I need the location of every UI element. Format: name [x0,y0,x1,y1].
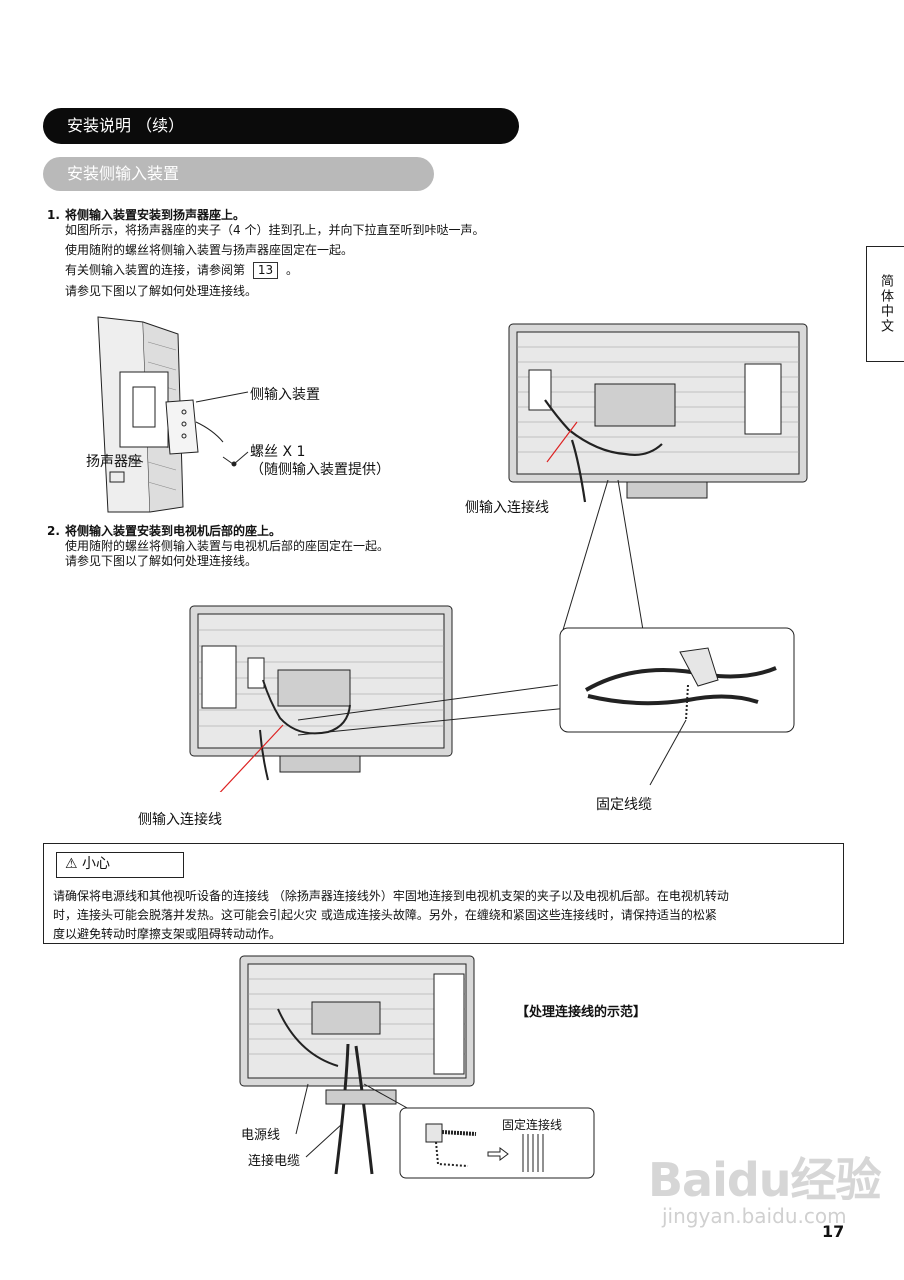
step1-line-1: 如图所示，将扬声器座的夹子（4 个）挂到孔上，并向下拉直至听到咔哒一声。 [65,223,485,237]
fixed-cable-label: 固定连接线 [502,1118,563,1132]
page-number: 17 [822,1222,845,1241]
step1-line-2: 使用随附的螺丝将侧输入装置与扬声器座固定在一起。 [65,243,354,257]
screw-note-label: （随侧输入装置提供） [250,462,390,478]
step1-number: 1. [47,208,60,222]
language-tab-label: 简体中文 [878,274,893,334]
watermark-url: jingyan.baidu.com [662,1204,847,1228]
step2-number: 2. [47,524,60,538]
step2-heading: 2. 将侧输入装置安装到电视机后部的座上。 [47,520,281,539]
section-title-bar: 安装说明 （续） [43,108,519,144]
step1-heading: 1. 将侧输入装置安装到扬声器座上。 [47,204,245,223]
tv-back-figure-1 [508,323,808,503]
step1-ref-suffix: 。 [285,263,298,277]
tv-back-figure-2 [189,480,795,792]
caution-line-2: 时，连接头可能会脱落并发热。这可能会引起火灾 或造成连接头故障。另外，在缠绕和紧… [53,908,717,922]
page-reference[interactable]: 13 [257,263,274,277]
power-cord-label: 电源线 [241,1128,281,1143]
step1-ref-prefix: 有关侧输入装置的连接，请参阅第 [65,263,246,277]
step2-line-2: 请参见下图以了解如何处理连接线。 [65,554,258,568]
step1-ref-line: 有关侧输入装置的连接，请参阅第 13 。 [65,260,298,280]
caution-text: 请确保将电源线和其他视听设备的连接线 （除扬声器连接线外）牢固地连接到电视机支架… [53,887,839,944]
caution-title: 小心 [82,856,111,872]
side-input-cable-label-2: 侧输入连接线 [138,812,222,828]
step2-title: 将侧输入装置安装到电视机后部的座上。 [65,524,282,538]
cable-example-figure [239,955,595,1179]
caution-tag: ⚠ 小心 [56,852,184,878]
caution-line-3: 度以避免转动时摩擦支架或阻碍转动动作。 [53,927,282,941]
caution-line-1: 请确保将电源线和其他视听设备的连接线 （除扬声器连接线外）牢固地连接到电视机支架… [53,889,729,903]
speaker-stand-figure [97,316,249,513]
speaker-stand-label: 扬声器座 [86,454,142,470]
example-heading: 【处理连接线的示范】 [516,1005,647,1020]
subsection-title-bar: 安装侧输入装置 [43,157,434,191]
step1-line-last: 请参见下图以了解如何处理连接线。 [65,284,258,298]
side-input-cable-label-1: 侧输入连接线 [465,500,549,516]
language-tab: 简体中文 [866,246,904,362]
fix-cable-label: 固定线缆 [596,797,652,813]
side-input-device-label: 侧输入装置 [250,387,320,403]
screw-label: 螺丝 X 1 [250,444,306,460]
step2-line-1: 使用随附的螺丝将侧输入装置与电视机后部的座固定在一起。 [65,539,390,553]
step1-title: 将侧输入装置安装到扬声器座上。 [65,208,246,222]
connection-cable-label: 连接电缆 [248,1154,301,1169]
warning-triangle-icon: ⚠ [65,856,78,872]
watermark-logo: Baidu经验 [648,1153,882,1207]
subsection-title: 安装侧输入装置 [67,164,180,183]
book-reference-icon[interactable]: 13 [252,262,279,279]
section-title: 安装说明 （续） [67,116,185,135]
caution-box [43,843,844,944]
